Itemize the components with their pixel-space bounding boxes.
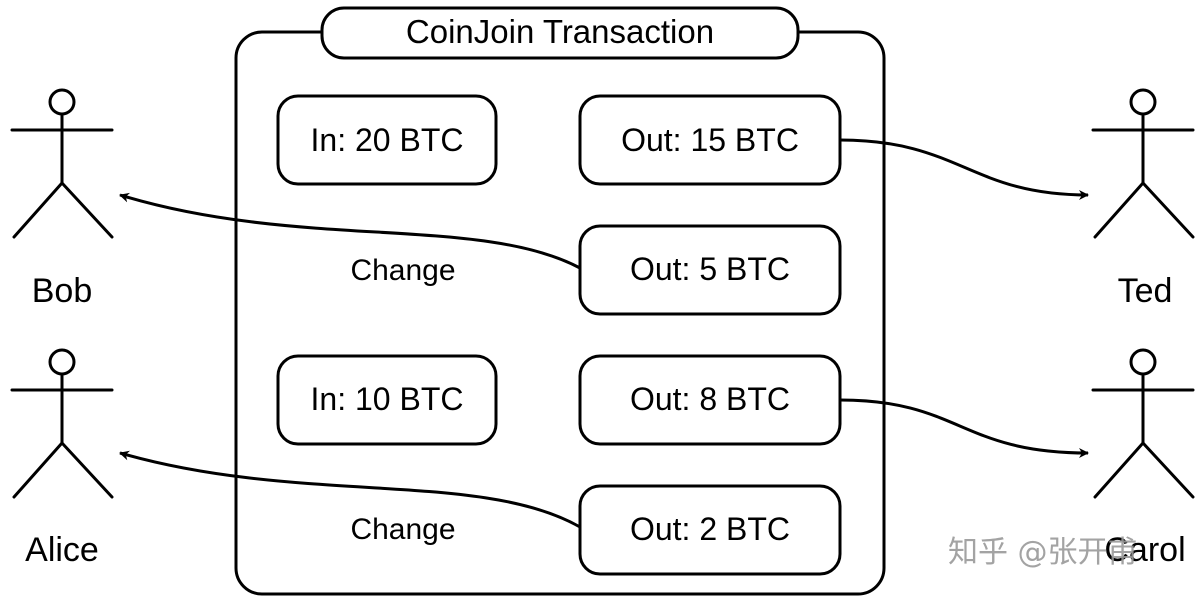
actor-carol: Carol (1104, 531, 1185, 569)
bob-stick-figure (10, 88, 114, 239)
output-box-2 (578, 224, 842, 316)
output-box-4 (578, 484, 842, 576)
ted-stick-figure (1091, 88, 1195, 239)
alice-stick-figure (10, 348, 114, 499)
input-box-2 (276, 354, 498, 446)
change-arrow-alice (119, 450, 581, 529)
output-label-4: Out: 2 BTC (630, 511, 790, 547)
actor-alice: Alice (25, 531, 99, 569)
output-label-1: Out: 15 BTC (621, 122, 799, 158)
input-label-2: In: 10 BTC (311, 381, 464, 417)
change-arrow-bob (119, 192, 581, 270)
input-label-1: In: 20 BTC (311, 122, 464, 158)
watermark-text: 知乎 @张开甫 (948, 535, 1138, 570)
actor-ted: Ted (1118, 272, 1173, 310)
change-label-1: Change (350, 254, 455, 287)
title-box (320, 6, 800, 60)
payment-arrow-ted (839, 138, 1089, 200)
input-box-1 (276, 94, 498, 186)
payment-arrow-carol (839, 398, 1089, 458)
transaction-title: CoinJoin Transaction (406, 13, 714, 50)
change-label-2: Change (350, 513, 455, 546)
carol-stick-figure (1091, 348, 1195, 499)
output-label-2: Out: 5 BTC (630, 251, 790, 287)
output-label-3: Out: 8 BTC (630, 381, 790, 417)
actor-bob: Bob (32, 272, 93, 310)
